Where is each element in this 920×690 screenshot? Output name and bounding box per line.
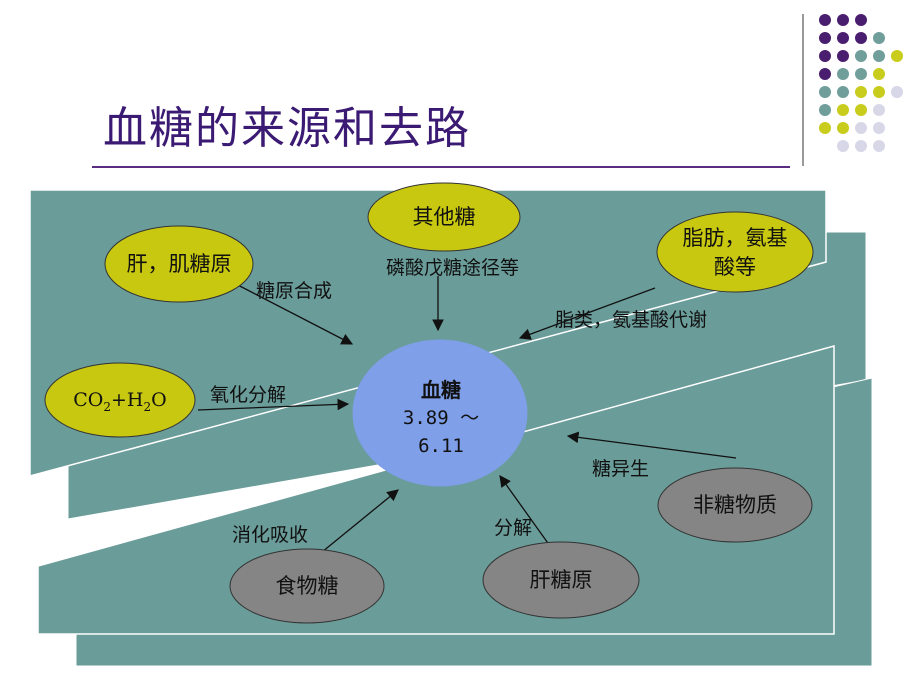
node-non-sugar-substances	[657, 467, 813, 543]
node-other-sugars-label: 其他糖	[412, 205, 476, 229]
fat-amino-line2: 酸等	[714, 255, 756, 279]
dot-row-1	[819, 14, 867, 26]
arrow-digestion-absorption	[321, 489, 399, 553]
node-non-sugar-substances-label: 非糖物质	[693, 493, 777, 517]
oxygen-text: O	[151, 389, 167, 411]
dot-row-2	[819, 32, 885, 44]
slide-title: 血糖的来源和去路	[103, 103, 471, 154]
dot-row-4	[819, 68, 885, 80]
edge-label-digestion-absorption: 消化吸收	[232, 524, 309, 546]
node-liver-muscle-glycogen-label: 肝，肌糖原	[126, 252, 232, 276]
node-fat-amino-acids-label: 脂肪，氨基 酸等	[657, 224, 813, 282]
edge-label-glycogen-synthesis: 糖原合成	[256, 280, 333, 302]
node-other-sugars	[367, 182, 521, 252]
edge-label-lipid-amino-metabolism: 脂类，氨基酸代谢	[555, 309, 708, 331]
blood-glucose-range-high: 6.11	[418, 435, 464, 457]
node-co2-h2o	[44, 362, 196, 438]
dot-row-5	[819, 86, 903, 98]
node-food-sugar-label: 食物糖	[275, 574, 339, 598]
blood-glucose-range-low: 3.89 ～	[402, 407, 480, 429]
arrow-oxidative-decomposition	[197, 398, 350, 411]
co2-subscript: 2	[103, 399, 112, 414]
vertical-divider	[802, 14, 804, 166]
dot-row-8	[837, 140, 885, 152]
edge-label-oxidative-decomposition: 氧化分解	[210, 384, 287, 406]
node-liver-glycogen	[482, 541, 640, 619]
node-fat-amino-acids	[656, 211, 814, 293]
edge-label-gluconeogenesis: 糖异生	[592, 458, 650, 480]
node-liver-glycogen-label: 肝糖原	[529, 568, 593, 592]
edge-label-decomposition: 分解	[494, 517, 533, 539]
arrow-lipid-amino-metabolism	[518, 287, 656, 340]
node-blood-glucose	[352, 339, 528, 487]
node-food-sugar	[229, 548, 385, 624]
dot-row-6	[819, 104, 885, 116]
edge-label-pentose-pathway: 磷酸戊糖途径等	[386, 257, 520, 279]
node-liver-muscle-glycogen	[104, 225, 254, 303]
arrow-decomposition	[499, 475, 551, 547]
title-underline	[92, 166, 790, 168]
lower-front-panel	[37, 345, 835, 635]
arrow-gluconeogenesis	[566, 431, 737, 459]
blood-glucose-title: 血糖	[421, 378, 461, 402]
co2-text: CO	[73, 389, 104, 411]
h2o-text: +H	[111, 389, 144, 411]
fat-amino-line1: 脂肪，氨基	[682, 226, 788, 250]
arrow-glycogen-synthesis	[231, 281, 354, 345]
node-co2-h2o-label: CO2+H2O	[45, 386, 195, 422]
dot-row-7	[819, 122, 885, 134]
blood-glucose-label: 血糖 3.89 ～ 6.11	[356, 376, 526, 460]
h2o-subscript: 2	[143, 399, 152, 414]
dot-row-3	[819, 50, 903, 62]
